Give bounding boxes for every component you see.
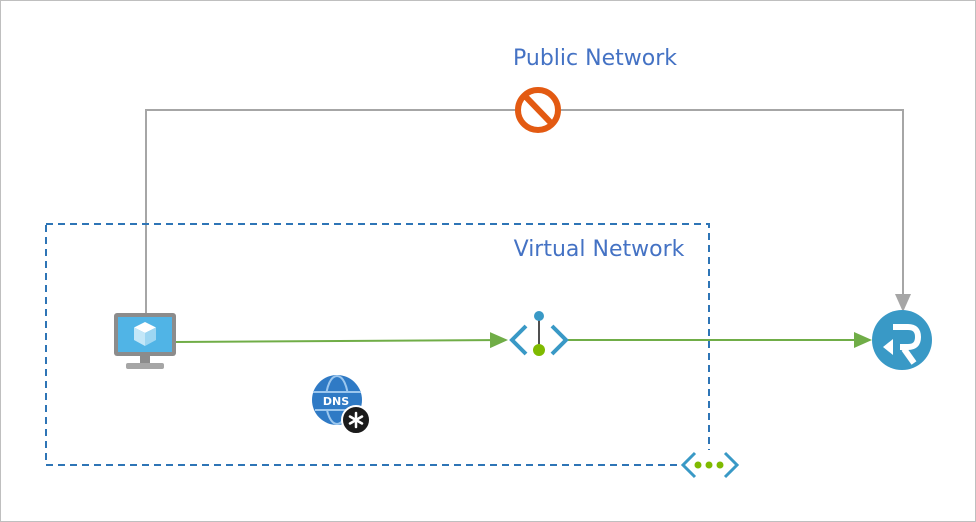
dns-badge-text: DNS [323, 395, 349, 408]
private-dns-zone-icon[interactable]: DNS [312, 375, 371, 435]
blocked-icon [515, 87, 561, 133]
virtual-network-boundary [45, 223, 710, 466]
public-network-label: Public Network [513, 46, 677, 71]
service-endpoint-icon[interactable] [680, 450, 740, 480]
virtual-network-label: Virtual Network [514, 237, 685, 262]
private-path-vm-to-endpoint [174, 332, 508, 349]
target-service-icon[interactable] [872, 310, 932, 370]
private-endpoint-icon[interactable] [509, 311, 569, 356]
virtual-machine-icon[interactable] [114, 313, 176, 369]
